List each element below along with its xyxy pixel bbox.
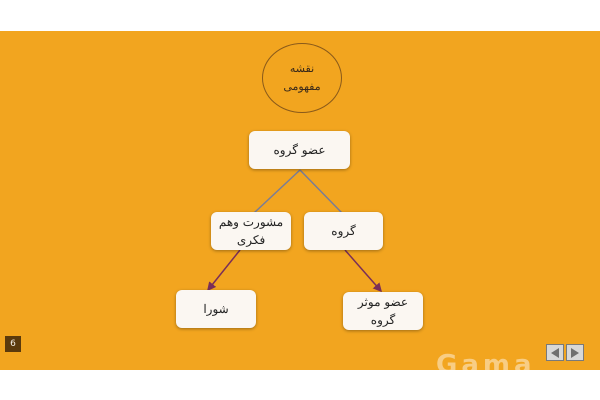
next-slide-button[interactable] bbox=[566, 344, 584, 361]
node-root: عضو گروه bbox=[249, 131, 350, 169]
triangle-right-icon bbox=[571, 347, 579, 358]
page-number-badge: 6 bbox=[5, 336, 21, 352]
node-group-label: گروه bbox=[331, 224, 356, 238]
node-effective-member-line-2: گروه bbox=[370, 313, 396, 327]
node-council-label: شورا bbox=[203, 302, 229, 316]
node-council: شورا bbox=[176, 290, 256, 328]
concept-map-title-circle: نقشه مفهومی bbox=[262, 43, 342, 113]
node-consultation-line-2: فکری bbox=[236, 233, 266, 247]
page-number: 6 bbox=[10, 339, 16, 349]
title-line-1: نقشه bbox=[289, 62, 315, 76]
previous-slide-button[interactable] bbox=[546, 344, 564, 361]
node-effective-member-line-1: عضو موثر bbox=[357, 295, 409, 309]
node-consultation: مشورت وهم فکری bbox=[211, 212, 291, 250]
node-root-label: عضو گروه bbox=[273, 143, 326, 157]
watermark-logo: Gama bbox=[436, 350, 536, 380]
title-line-2: مفهومی bbox=[283, 80, 321, 93]
node-consultation-line-1: مشورت وهم bbox=[218, 215, 284, 229]
node-group: گروه bbox=[304, 212, 383, 250]
node-effective-member: عضو موثر گروه bbox=[343, 292, 423, 330]
triangle-left-icon bbox=[551, 347, 559, 358]
